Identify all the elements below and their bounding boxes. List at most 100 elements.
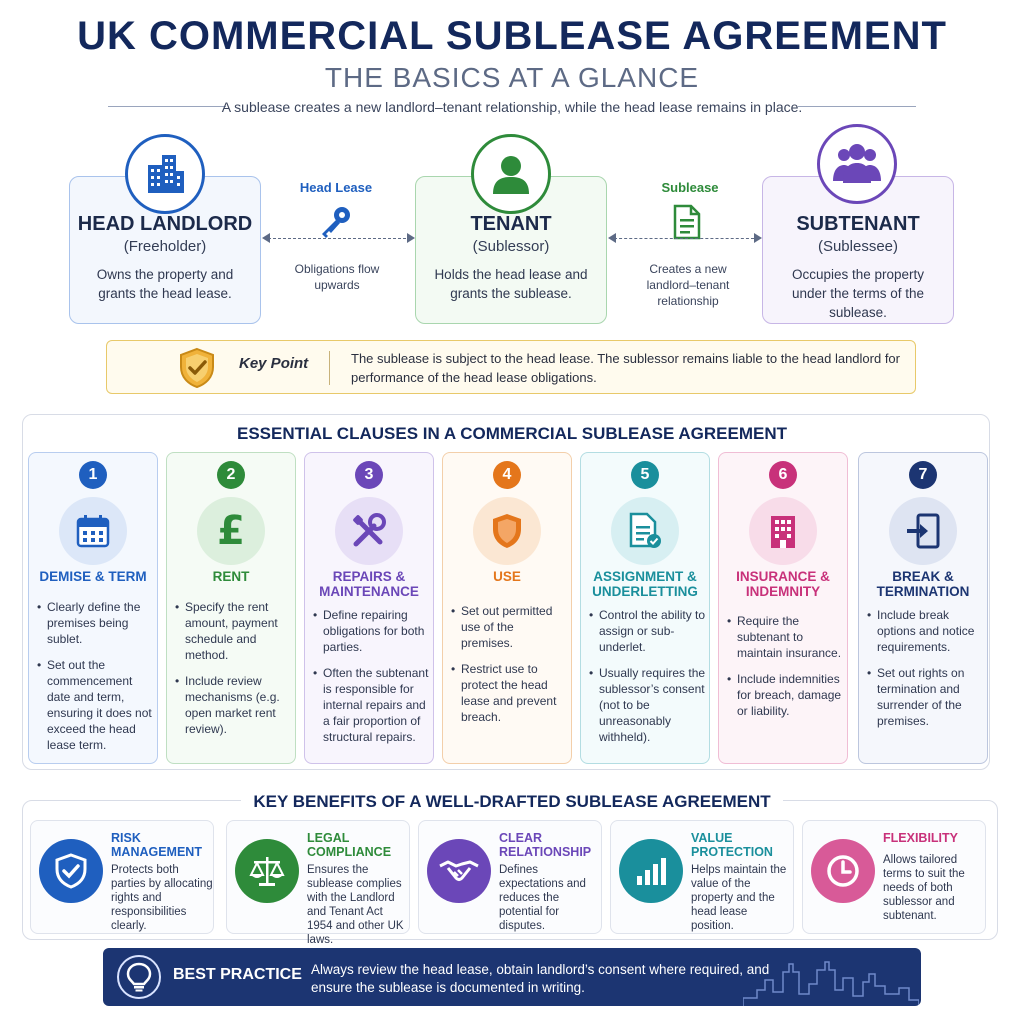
clause-number: 3 [355, 461, 383, 489]
calendar-icon [59, 497, 127, 565]
best-practice-label: BEST PRACTICE [173, 966, 302, 983]
person-icon [471, 134, 551, 214]
clause-title: DEMISE & TERM [39, 569, 147, 584]
clock-icon [811, 839, 875, 903]
clause-bullet: Set out the commencement date and term, … [37, 657, 155, 753]
clause-bullet: Control the ability to assign or sub-und… [589, 607, 707, 655]
benefit-title: CLEAR RELATIONSHIP [499, 831, 592, 859]
clause-number: 6 [769, 461, 797, 489]
clause-bullets: Set out permitted use of the premises. R… [451, 603, 569, 735]
clause-title: USE [493, 569, 521, 584]
clause-bullet: Restrict use to protect the head lease a… [451, 661, 569, 725]
clause-number: 1 [79, 461, 107, 489]
head-lease-connector [268, 238, 406, 239]
clause-title: RENT [212, 569, 250, 584]
clause-bullet: Set out rights on termination and surren… [867, 665, 985, 729]
benefit-title: FLEXIBILITY [883, 831, 958, 845]
sublease-arrow-right [754, 233, 762, 243]
clause-card-assignment: 5 ASSIGNMENT & UNDERLETTING Control the … [580, 452, 710, 764]
shield-icon [39, 839, 103, 903]
link-desc-sublease: Creates a new landlord–tenant relationsh… [646, 262, 730, 308]
clause-bullet: Usually requires the sublessor’s consent… [589, 665, 707, 745]
clause-number: 4 [493, 461, 521, 489]
clause-bullet: Include indemnities for breach, damage o… [727, 671, 845, 719]
clause-bullet: Include break options and notice require… [867, 607, 985, 655]
party-name: SUBTENANT [796, 213, 920, 235]
key-point-text: The sublease is subject to the head leas… [351, 351, 900, 385]
clauses-section [22, 414, 990, 770]
party-role: (Freeholder) [123, 238, 207, 255]
clause-title: BREAK & TERMINATION [876, 569, 970, 599]
document-icon [672, 204, 702, 245]
skyline-illustration [743, 961, 919, 1006]
clause-bullet: Often the subtenant is responsible for i… [313, 665, 431, 745]
lightbulb-icon [117, 955, 161, 999]
benefit-risk-management: RISK MANAGEMENT Protects both parties by… [30, 820, 214, 934]
party-role: (Sublessor) [472, 238, 550, 255]
benefits-title: KEY BENEFITS OF A WELL-DRAFTED SUBLEASE … [0, 792, 1024, 812]
party-role: (Sublessee) [817, 238, 899, 255]
key-point-label: Key Point [239, 355, 309, 372]
head-lease-arrow-right [407, 233, 415, 243]
page-subtitle: THE BASICS AT A GLANCE [324, 62, 700, 93]
clause-bullet: Set out permitted use of the premises. [451, 603, 569, 651]
clauses-title: ESSENTIAL CLAUSES IN A COMMERCIAL SUBLEA… [236, 424, 788, 443]
benefit-description: Allows tailored terms to suit the needs … [883, 854, 965, 922]
party-subtenant: SUBTENANT (Sublessee) Occupies the prope… [762, 176, 954, 324]
clause-title: REPAIRS & MAINTENANCE [319, 569, 419, 599]
exit-icon [889, 497, 957, 565]
benefit-clear-relationship: CLEAR RELATIONSHIP Defines expectations … [418, 820, 602, 934]
clause-number: 7 [909, 461, 937, 489]
clause-bullet: Define repairing obligations for both pa… [313, 607, 431, 655]
tools-icon [335, 497, 403, 565]
clause-card-break: 7 BREAK & TERMINATION Include break opti… [858, 452, 988, 764]
benefit-title: RISK MANAGEMENT [111, 831, 202, 859]
clause-card-demise-term: 1 DEMISE & TERM Clearly define the premi… [28, 452, 158, 764]
intro-divider-right [798, 106, 916, 107]
clause-title: INSURANCE & INDEMNITY [736, 569, 830, 599]
benefit-legal-compliance: LEGAL COMPLIANCE Ensures the sublease co… [226, 820, 410, 946]
benefit-value-protection: VALUE PROTECTION Helps maintain the valu… [610, 820, 794, 934]
clause-number: 5 [631, 461, 659, 489]
clause-title: ASSIGNMENT & UNDERLETTING [592, 569, 698, 599]
building-icon [125, 134, 205, 214]
sublease-connector [614, 238, 754, 239]
benefit-description: Protects both parties by allocating righ… [111, 864, 213, 932]
chart-icon [619, 839, 683, 903]
pound-icon: £ [197, 497, 265, 565]
clause-bullets: Specify the rent amount, payment schedul… [175, 599, 293, 747]
best-practice-text: Always review the head lease, obtain lan… [311, 962, 770, 995]
best-practice-banner: BEST PRACTICE Always review the head lea… [103, 948, 921, 1006]
link-desc-head-lease: Obligations flow upwards [294, 262, 380, 292]
clause-card-insurance: 6 INSURANCE & INDEMNITY Require the subt… [718, 452, 848, 764]
party-name: HEAD LANDLORD [77, 213, 253, 235]
shield-check-icon [177, 347, 217, 394]
clause-bullets: Require the subtenant to maintain insura… [727, 613, 845, 729]
clause-bullet: Require the subtenant to maintain insura… [727, 613, 845, 661]
key-point-banner: Key Point The sublease is subject to the… [106, 340, 916, 394]
key-point-divider [329, 351, 330, 385]
scales-icon [235, 839, 299, 903]
party-head-landlord: HEAD LANDLORD (Freeholder) Owns the prop… [69, 176, 261, 324]
clause-number: 2 [217, 461, 245, 489]
link-title-head-lease: Head Lease [299, 180, 373, 195]
benefits-title-text: KEY BENEFITS OF A WELL-DRAFTED SUBLEASE … [241, 792, 783, 811]
intro-text: A sublease creates a new landlord–tenant… [221, 99, 803, 115]
group-icon [817, 124, 897, 204]
clause-card-rent: 2 £ RENT Specify the rent amount, paymen… [166, 452, 296, 764]
party-description: Occupies the property under the terms of… [791, 267, 925, 320]
clause-card-use: 4 USE Set out permitted use of the premi… [442, 452, 572, 764]
clause-bullets: Control the ability to assign or sub-und… [589, 607, 707, 755]
shield-icon [473, 497, 541, 565]
benefit-title: LEGAL COMPLIANCE [307, 831, 392, 859]
building-icon [749, 497, 817, 565]
key-icon [318, 204, 354, 245]
link-title-sublease: Sublease [661, 180, 719, 195]
clause-bullets: Include break options and notice require… [867, 607, 985, 739]
party-description: Owns the property and grants the head le… [96, 267, 234, 301]
clause-card-repairs: 3 REPAIRS & MAINTENANCE Define repairing… [304, 452, 434, 764]
party-description: Holds the head lease and grants the subl… [434, 267, 588, 301]
sublease-arrow-left [608, 233, 616, 243]
clause-bullet: Clearly define the premises being sublet… [37, 599, 155, 647]
head-lease-arrow-left [262, 233, 270, 243]
